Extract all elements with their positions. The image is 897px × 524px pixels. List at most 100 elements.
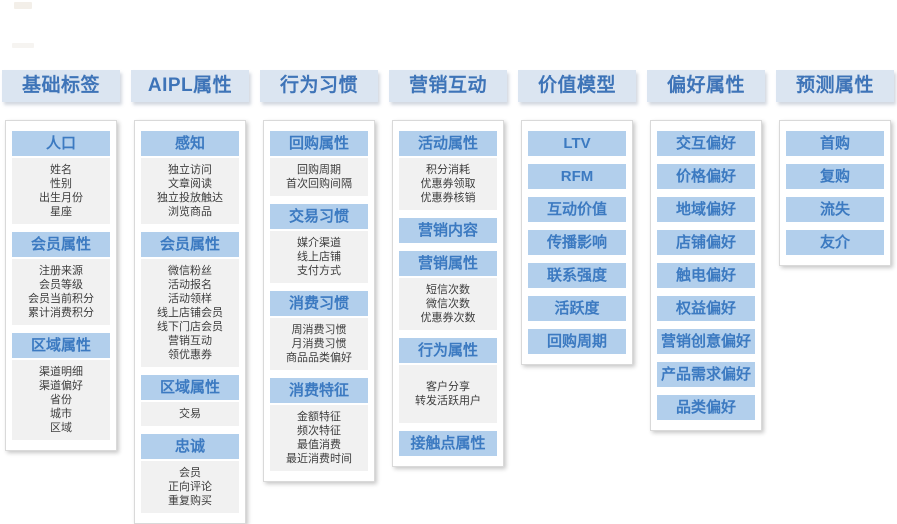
tag-item: 首次回购间隔 [286,178,352,190]
tag-system-board: 基础标签 人口 姓名 性别 出生月份 星座 会员属性 注册来源 会员等级 会员当… [2,70,894,524]
tag-section: 区域属性 渠道明细 渠道偏好 省份 城市 区域 [12,333,110,440]
section-header: 地域偏好 [657,197,755,222]
tag-item: 城市 [50,408,72,420]
tag-item: 领优惠券 [168,349,212,361]
section-item-list: 渠道明细 渠道偏好 省份 城市 区域 [12,360,110,440]
section-header: 首购 [786,131,884,156]
section-item-list: 注册来源 会员等级 会员当前积分 累计消费积分 [12,259,110,325]
section-item-list: 回购周期 首次回购间隔 [270,158,368,196]
column-header: 价值模型 [518,70,636,102]
tag-item: 区域 [50,422,72,434]
section-header: 接触点属性 [399,431,497,456]
column-header: 基础标签 [2,70,120,102]
tag-item: 交易 [179,408,201,420]
tag-item: 频次特征 [297,425,341,437]
tag-item: 支付方式 [297,265,341,277]
tag-column: 偏好属性 交互偏好 价格偏好 地域偏好 店铺偏好 触电偏好 权益偏好 营销创意偏… [647,70,765,431]
tag-item: 省份 [50,394,72,406]
tag-section: 感知 独立访问 文章阅读 独立投放触达 浏览商品 [141,131,239,224]
tag-item: 独立访问 [168,164,212,176]
tag-section: 区域属性 交易 [141,375,239,426]
section-header: 行为属性 [399,338,497,363]
tag-section: 接触点属性 [399,431,497,456]
section-item-list: 姓名 性别 出生月份 星座 [12,158,110,224]
tag-item: 正向评论 [168,481,212,493]
tag-item: 周消费习惯 [291,324,347,336]
tag-section: 会员属性 微信粉丝 活动报名 活动领样 线上店铺会员 线下门店会员 营销互动 领… [141,232,239,367]
tag-section: 消费特征 金额特征 频次特征 最值消费 最近消费时间 [270,378,368,471]
tag-section: 互动价值 [528,197,626,222]
tag-item: 营销互动 [168,335,212,347]
tag-item: 商品品类偏好 [286,352,352,364]
section-header: 营销创意偏好 [657,329,755,354]
section-header: 店铺偏好 [657,230,755,255]
faint-watermark-logo [14,2,32,9]
tag-section: 消费习惯 周消费习惯 月消费习惯 商品品类偏好 [270,291,368,370]
tag-item: 回购周期 [297,164,341,176]
tag-section: 首购 [786,131,884,156]
column-panel: 回购属性 回购周期 首次回购间隔 交易习惯 媒介渠道 线上店铺 支付方式 消费习… [263,120,375,482]
tag-section: RFM [528,164,626,189]
column-header: 预测属性 [776,70,894,102]
tag-section: 回购属性 回购周期 首次回购间隔 [270,131,368,196]
tag-item: 微信粉丝 [168,265,212,277]
section-header: 互动价值 [528,197,626,222]
section-header: 联系强度 [528,263,626,288]
tag-section: 人口 姓名 性别 出生月份 星座 [12,131,110,224]
column-panel: LTV RFM 互动价值 传播影响 联系强度 活跃度 回购周期 [521,120,633,365]
tag-item: 会员 [179,467,201,479]
section-item-list: 积分消耗 优惠券领取 优惠券核销 [399,158,497,210]
tag-section: 活跃度 [528,296,626,321]
tag-section: 店铺偏好 [657,230,755,255]
tag-section: 营销内容 [399,218,497,243]
section-header: 人口 [12,131,110,156]
tag-item: 渠道偏好 [39,380,83,392]
section-item-list: 短信次数 微信次数 优惠券次数 [399,278,497,330]
section-item-list: 媒介渠道 线上店铺 支付方式 [270,231,368,283]
tag-item: 活动报名 [168,279,212,291]
section-header: 品类偏好 [657,395,755,420]
tag-section: 行为属性 客户分享 转发活跃用户 [399,338,497,423]
tag-section: 权益偏好 [657,296,755,321]
section-header: 流失 [786,197,884,222]
tag-item: 转发活跃用户 [415,395,481,407]
tag-item: 出生月份 [39,192,83,204]
section-header: 活跃度 [528,296,626,321]
tag-item: 姓名 [50,164,72,176]
section-item-list: 周消费习惯 月消费习惯 商品品类偏好 [270,318,368,370]
section-header: 消费习惯 [270,291,368,316]
section-header: 产品需求偏好 [657,362,755,387]
section-header: 忠诚 [141,434,239,459]
section-header: 权益偏好 [657,296,755,321]
tag-column: 基础标签 人口 姓名 性别 出生月份 星座 会员属性 注册来源 会员等级 会员当… [2,70,120,451]
column-panel: 感知 独立访问 文章阅读 独立投放触达 浏览商品 会员属性 微信粉丝 活动报名 … [134,120,246,524]
tag-item: 微信次数 [426,298,470,310]
tag-section: LTV [528,131,626,156]
section-header: 营销属性 [399,251,497,276]
section-header: 营销内容 [399,218,497,243]
column-header: AIPL属性 [131,70,249,102]
column-header: 行为习惯 [260,70,378,102]
tag-item: 线上店铺 [297,251,341,263]
section-header: 感知 [141,131,239,156]
section-header: 区域属性 [141,375,239,400]
tag-section: 地域偏好 [657,197,755,222]
tag-section: 营销创意偏好 [657,329,755,354]
section-header: RFM [528,164,626,189]
tag-section: 交易习惯 媒介渠道 线上店铺 支付方式 [270,204,368,283]
section-header: 回购周期 [528,329,626,354]
column-panel: 首购 复购 流失 友介 [779,120,891,266]
tag-item: 注册来源 [39,265,83,277]
section-item-list: 独立访问 文章阅读 独立投放触达 浏览商品 [141,158,239,224]
tag-item: 优惠券次数 [420,312,476,324]
tag-item: 独立投放触达 [157,192,223,204]
section-header: 交易习惯 [270,204,368,229]
section-header: 区域属性 [12,333,110,358]
tag-item: 浏览商品 [168,206,212,218]
section-header: 复购 [786,164,884,189]
tag-section: 会员属性 注册来源 会员等级 会员当前积分 累计消费积分 [12,232,110,325]
tag-section: 复购 [786,164,884,189]
section-header: 价格偏好 [657,164,755,189]
tag-item: 月消费习惯 [291,338,347,350]
tag-section: 营销属性 短信次数 微信次数 优惠券次数 [399,251,497,330]
